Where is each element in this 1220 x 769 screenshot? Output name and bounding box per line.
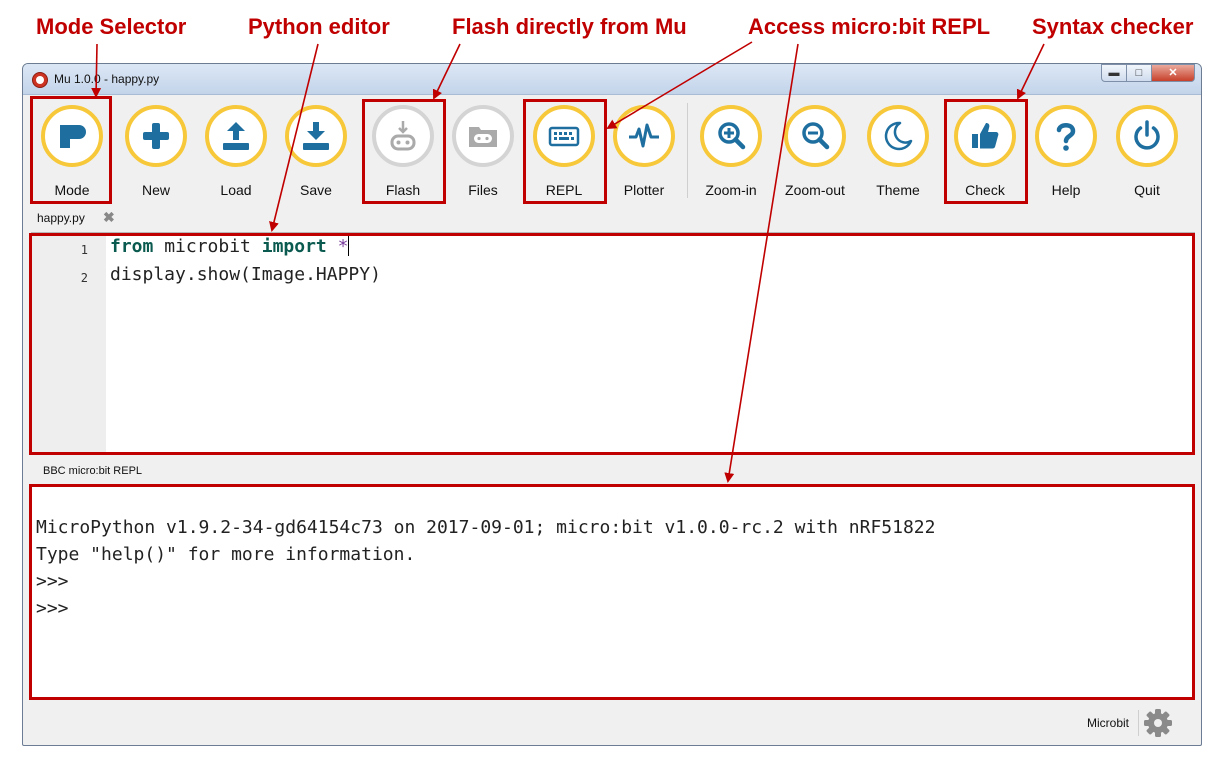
annotation-flash: Flash directly from Mu	[452, 14, 687, 39]
load-label: Load	[220, 182, 252, 198]
zoom-in-button[interactable]: Zoom-in	[695, 103, 775, 213]
mu-window: Mu 1.0.0 - happy.py ▬ □ ✕ Mode New Loa	[22, 63, 1202, 746]
maximize-button[interactable]: □	[1126, 64, 1152, 82]
window-controls: ▬ □ ✕	[1101, 64, 1195, 82]
new-button[interactable]: New	[120, 103, 200, 213]
repl-console[interactable]: MicroPython v1.9.2-34-gd64154c73 on 2017…	[31, 484, 1195, 700]
new-label: New	[141, 182, 170, 198]
mode-label: Mode	[54, 182, 90, 198]
zoom-in-label: Zoom-in	[705, 182, 757, 198]
line-number: 2	[80, 271, 88, 285]
tab-happy-py[interactable]: happy.py	[37, 211, 85, 225]
toolbar: Mode New Load Save Flash	[23, 95, 1201, 205]
help-button[interactable]: Help	[1030, 103, 1110, 213]
repl-prompt: >>>	[36, 571, 69, 592]
help-label: Help	[1051, 182, 1081, 198]
check-button[interactable]: Check	[949, 103, 1029, 213]
flash-button[interactable]: Flash	[367, 103, 447, 213]
load-button[interactable]: Load	[200, 103, 280, 213]
annotation-syntax-checker: Syntax checker	[1032, 14, 1194, 39]
tab-bar: happy.py ✖	[23, 205, 1201, 230]
tab-close-icon[interactable]: ✖	[103, 209, 115, 225]
window-title: Mu 1.0.0 - happy.py	[54, 72, 160, 86]
zoom-out-label: Zoom-out	[785, 182, 845, 198]
minimize-button[interactable]: ▬	[1101, 64, 1127, 82]
repl-prompt: >>>	[36, 598, 69, 619]
code-editor[interactable]: 1 2 from microbit import * display.show(…	[31, 232, 1195, 454]
repl-label: REPL	[545, 182, 583, 198]
power-icon	[1134, 120, 1160, 150]
theme-button[interactable]: Theme	[862, 103, 942, 213]
zoom-out-button[interactable]: Zoom-out	[779, 103, 859, 213]
mode-icon	[60, 125, 86, 148]
upload-icon	[223, 122, 249, 150]
line-number: 1	[80, 243, 88, 257]
keyword: from	[110, 236, 154, 257]
files-button[interactable]: Files	[447, 103, 527, 213]
title-bar: Mu 1.0.0 - happy.py ▬ □ ✕	[23, 64, 1201, 95]
code-line[interactable]: from microbit import *	[110, 236, 350, 257]
repl-line: Type "help()" for more information.	[36, 544, 416, 565]
flash-icon	[390, 121, 416, 151]
toolbar-separator	[687, 103, 688, 198]
check-label: Check	[965, 182, 1005, 198]
flash-label: Flash	[385, 182, 421, 198]
repl-button[interactable]: REPL	[528, 103, 608, 213]
download-icon	[303, 122, 329, 150]
quit-button[interactable]: Quit	[1111, 103, 1191, 213]
theme-label: Theme	[876, 182, 920, 198]
quit-label: Quit	[1134, 182, 1160, 198]
status-bar: Microbit	[23, 704, 1201, 745]
code-line[interactable]: display.show(Image.HAPPY)	[110, 264, 381, 285]
save-button[interactable]: Save	[280, 103, 360, 213]
mu-logo-icon	[32, 72, 48, 88]
question-icon	[1056, 123, 1076, 151]
status-separator	[1138, 710, 1139, 736]
plus-icon	[143, 123, 169, 149]
plotter-button[interactable]: Plotter	[608, 103, 688, 213]
save-label: Save	[300, 182, 332, 198]
annotation-repl: Access micro:bit REPL	[748, 14, 991, 39]
thumbs-up-icon	[972, 123, 999, 149]
mode-button[interactable]: Mode	[36, 103, 116, 213]
annotation-python-editor: Python editor	[248, 14, 390, 39]
code-text: microbit	[153, 236, 262, 257]
annotation-mode-selector: Mode Selector	[36, 14, 187, 39]
files-icon	[469, 127, 497, 147]
zoom-in-icon	[718, 122, 746, 150]
keyboard-icon	[548, 126, 580, 147]
gear-icon[interactable]	[1143, 708, 1173, 738]
zoom-out-icon	[802, 122, 830, 150]
files-label: Files	[468, 182, 498, 198]
text-cursor	[348, 236, 350, 256]
close-button[interactable]: ✕	[1151, 64, 1195, 82]
plotter-label: Plotter	[623, 182, 665, 198]
mode-indicator[interactable]: Microbit	[1086, 716, 1129, 730]
repl-line: MicroPython v1.9.2-34-gd64154c73 on 2017…	[36, 517, 936, 538]
pulse-icon	[629, 123, 659, 148]
moon-icon	[884, 121, 913, 151]
keyword: import	[261, 236, 327, 257]
line-number-gutter: 1 2	[32, 233, 106, 453]
operator: *	[326, 236, 349, 257]
repl-pane-title: BBC micro:bit REPL	[43, 465, 143, 477]
